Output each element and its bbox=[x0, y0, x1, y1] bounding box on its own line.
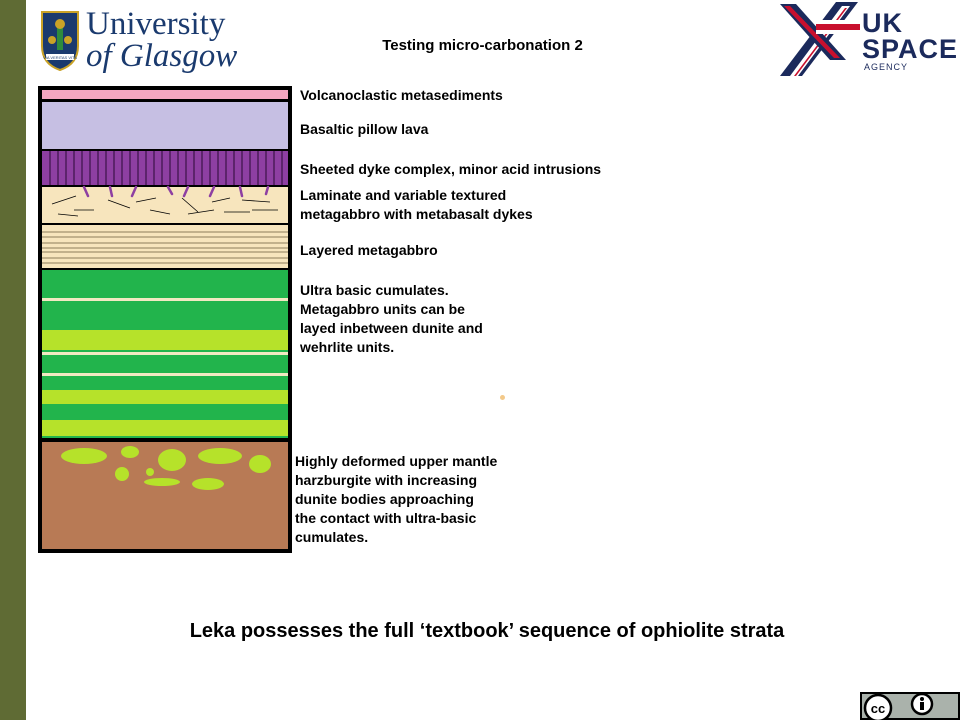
label-line: harzburgite with increasing bbox=[295, 472, 478, 488]
agency-uk: UK bbox=[862, 8, 903, 38]
label-line: Ultra basic cumulates. bbox=[300, 282, 449, 298]
caption: Leka possesses the full ‘textbook’ seque… bbox=[189, 620, 785, 642]
university-name-line1: University bbox=[86, 6, 226, 42]
creative-commons-badge: cc bbox=[860, 692, 960, 720]
union-flag-icon bbox=[780, 2, 860, 76]
crest-motto: VIA VERITAS VITA bbox=[43, 55, 77, 60]
label-pillow-lava: Basaltic pillow lava bbox=[300, 121, 429, 137]
stray-dot bbox=[500, 395, 505, 400]
label-mantle-harzburgite: Highly deformed upper mantle harzburgite… bbox=[295, 452, 497, 547]
label-line: metagabbro with metabasalt dykes bbox=[300, 206, 533, 222]
stratum-pillow-lava bbox=[42, 102, 288, 149]
stratum-laminate-metagabbro bbox=[42, 185, 288, 223]
label-line: wehrlite units. bbox=[300, 339, 395, 355]
stratum-ultrabasic-cumulates bbox=[42, 270, 288, 438]
label-line: Laminate and variable textured bbox=[300, 187, 507, 203]
stratum-layered-metagabbro bbox=[42, 225, 288, 268]
label-line: Metagabbro units can be bbox=[300, 301, 465, 317]
label-sheeted-dykes: Sheeted dyke complex, minor acid intrusi… bbox=[300, 161, 602, 177]
crest-icon: VIA VERITAS VITA bbox=[41, 11, 79, 72]
label-line: Highly deformed upper mantle bbox=[295, 453, 498, 469]
sidebar-bar bbox=[0, 0, 26, 720]
stratum-mantle-harzburgite bbox=[42, 442, 288, 549]
ophiolite-strata-column bbox=[38, 86, 292, 553]
stratum-volcanoclastic bbox=[42, 90, 288, 99]
uk-space-agency-logo: UK SPACE AGENCY bbox=[776, 0, 957, 80]
label-line: cumulates. bbox=[295, 529, 369, 545]
university-name-line2: of Glasgow bbox=[86, 38, 238, 74]
label-volcanoclastic: Volcanoclastic metasediments bbox=[300, 87, 503, 103]
label-layered-metagabbro: Layered metagabbro bbox=[300, 242, 438, 258]
label-line: the contact with ultra-basic bbox=[295, 510, 477, 526]
stratum-sheeted-dykes bbox=[42, 151, 288, 185]
label-line: dunite bodies approaching bbox=[295, 491, 474, 507]
label-laminate-metagabbro: Laminate and variable textured metagabbr… bbox=[300, 186, 533, 224]
page-title: Testing micro-carbonation 2 bbox=[382, 37, 583, 54]
agency-space: SPACE bbox=[862, 34, 959, 64]
label-line: layed inbetween dunite and bbox=[300, 320, 483, 336]
cc-icon-text: cc bbox=[871, 701, 885, 716]
agency-word: AGENCY bbox=[864, 62, 909, 72]
cc-icon bbox=[863, 693, 893, 720]
label-ultrabasic-cumulates: Ultra basic cumulates. Metagabbro units … bbox=[300, 281, 483, 357]
